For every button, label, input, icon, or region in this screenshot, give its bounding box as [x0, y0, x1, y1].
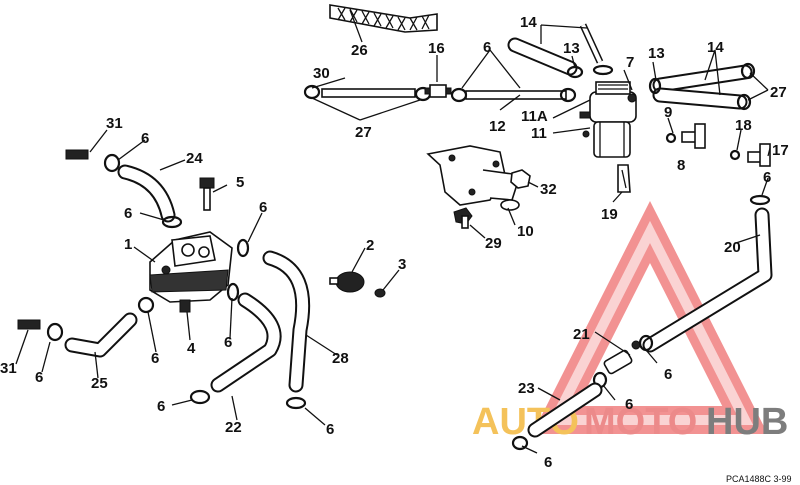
callout-13-top: 13 [563, 40, 580, 57]
callout-13-right: 13 [648, 45, 665, 62]
hose-24 [117, 164, 183, 229]
callout-12: 12 [489, 118, 506, 135]
callout-30: 30 [313, 65, 330, 82]
callout-6-hose28: 6 [326, 421, 334, 438]
callout-6-right: 6 [763, 169, 771, 186]
watermark-part3: HUB [706, 401, 788, 443]
callout-11a: 11A [521, 108, 548, 125]
sensor-2 [329, 271, 365, 293]
callout-28: 28 [332, 350, 349, 367]
hose-25 [64, 312, 138, 358]
fuel-filter-11 [579, 81, 637, 158]
callout-6-valve: 6 [664, 366, 672, 383]
callout-14-right: 14 [707, 39, 724, 56]
callout-6-bottom: 6 [544, 454, 552, 471]
callout-26: 26 [351, 42, 368, 59]
callout-24: 24 [186, 150, 203, 167]
callout-14-top: 14 [520, 14, 537, 31]
watermark-part2: MOTO [584, 401, 697, 443]
check-valve-21 [592, 334, 654, 389]
callout-5: 5 [236, 174, 244, 191]
screw-29 [453, 207, 473, 229]
callout-19: 19 [601, 206, 618, 223]
callout-11: 11 [531, 125, 547, 142]
callout-8: 8 [677, 157, 685, 174]
callout-31-bottom: 31 [0, 360, 17, 377]
fuel-line-30 [303, 84, 432, 102]
callout-6-left-mid: 6 [124, 205, 132, 222]
callout-25: 25 [91, 375, 108, 392]
leader-lines [15, 9, 771, 454]
callout-20: 20 [724, 239, 741, 256]
callout-3: 3 [398, 256, 406, 273]
watermark-text: AUTO MOTO HUB [472, 401, 788, 443]
screw-3 [374, 288, 386, 298]
strap-19 [617, 164, 631, 193]
callout-18: 18 [735, 117, 752, 134]
hose-22 [189, 292, 282, 405]
fitting-31-bottom [17, 319, 64, 342]
callout-6-pump-left: 6 [151, 350, 159, 367]
callout-16: 16 [428, 40, 445, 57]
callout-labels: 26 16 30 27 6 14 13 7 13 14 27 12 11A 11… [0, 14, 789, 471]
nut-32 [510, 169, 531, 189]
fitting-16 [424, 84, 452, 98]
callout-32: 32 [540, 181, 557, 198]
bolt-5 [199, 177, 215, 211]
callout-6-hose23: 6 [625, 396, 633, 413]
callout-21: 21 [573, 326, 590, 343]
callout-6-pump-top: 6 [259, 199, 267, 216]
mounting-bracket-10 [426, 145, 522, 211]
hose-23 [511, 382, 603, 451]
fitting-17 [729, 143, 771, 167]
fuel-line-12 [450, 87, 577, 103]
callout-17: 17 [772, 142, 789, 159]
hose-28 [262, 250, 311, 410]
callout-27-left: 27 [355, 124, 372, 141]
braided-sleeve-26 [329, 4, 438, 33]
callout-6-bottom-left: 6 [35, 369, 43, 386]
callout-6-pump-right: 6 [224, 334, 232, 351]
callout-27-right: 27 [770, 84, 787, 101]
hose-20 [642, 194, 773, 353]
callout-6-hose22: 6 [157, 398, 165, 415]
callout-1: 1 [124, 236, 132, 253]
callout-6-top: 6 [483, 39, 491, 56]
callout-9: 9 [664, 104, 672, 121]
callout-31-top: 31 [106, 115, 123, 132]
callout-10: 10 [517, 223, 534, 240]
callout-2: 2 [366, 237, 374, 254]
fitting-31-top [65, 149, 121, 173]
callout-6-left-top: 6 [141, 130, 149, 147]
callout-7: 7 [626, 54, 634, 71]
drawing-code: PCA1488C 3-99 [726, 474, 792, 484]
callout-29: 29 [485, 235, 502, 252]
callout-4: 4 [187, 340, 196, 357]
fuel-lines-14 [507, 23, 756, 111]
callout-23: 23 [518, 380, 535, 397]
fitting-8 [665, 123, 706, 149]
fuel-pump-1 [137, 231, 250, 314]
callout-22: 22 [225, 419, 242, 436]
watermark-logo [532, 200, 768, 434]
